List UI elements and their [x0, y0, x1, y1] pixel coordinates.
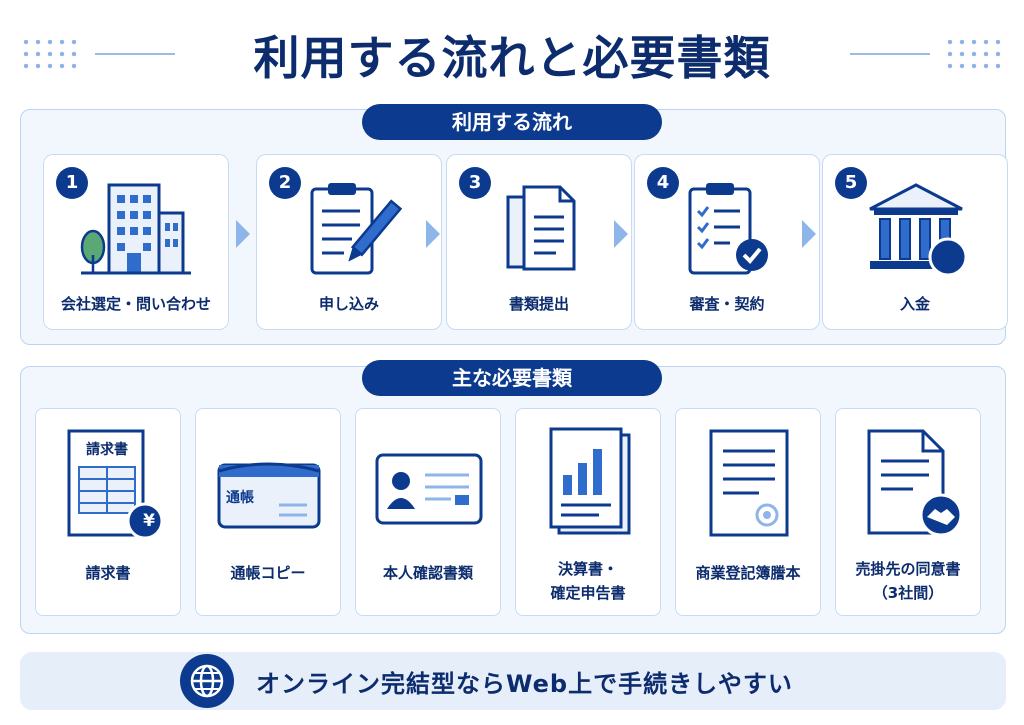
flow-arrow-icon — [614, 220, 628, 248]
flow-step-5: 5 ¥ 入金 — [822, 154, 1008, 330]
office-building-icon — [80, 183, 191, 275]
flow-step-1: 1 会社選定・問い合わせ — [43, 154, 229, 330]
step-number: 1 — [56, 167, 88, 199]
flow-heading: 利用する流れ — [362, 104, 662, 140]
yen-symbol: ¥ — [972, 245, 986, 269]
flow-arrow-icon — [802, 220, 816, 248]
document-passbook: 通帳 通帳コピー — [195, 408, 341, 616]
document-label: 通帳コピー — [230, 564, 306, 582]
document-label: 本人確認書類 — [382, 564, 473, 582]
step-label: 書類提出 — [508, 295, 569, 313]
flow-arrow-icon — [426, 220, 440, 248]
invoice-icon — [67, 429, 164, 540]
document-invoice: 請求書 ¥ 請求書 — [35, 408, 181, 616]
document-label: 請求書 — [85, 564, 131, 582]
title-row: 利用する流れと必要書類 — [0, 14, 1024, 85]
step-number: 5 — [835, 167, 867, 199]
step-number: 2 — [269, 167, 301, 199]
decorative-line — [95, 53, 175, 55]
checklist-icon — [688, 183, 768, 275]
documents-heading: 主な必要書類 — [362, 360, 662, 396]
document-label: 商業登記簿謄本 — [695, 564, 801, 582]
decorative-dots — [20, 36, 80, 70]
globe-icon — [180, 654, 234, 708]
document-label: 決算書・ 確定申告書 — [550, 560, 626, 602]
document-agreement: 売掛先の同意書 （3社間） — [835, 408, 981, 616]
invoice-icon-text: 請求書 — [86, 442, 128, 458]
flow-step-2: 2 申し込み — [256, 154, 442, 330]
footer-text: オンライン完結型ならWeb上で手続きしやすい — [256, 670, 793, 698]
flow-arrow-icon — [236, 220, 250, 248]
agreement-handshake-icon — [867, 429, 963, 537]
flow-step-4: 4 審査・契約 — [634, 154, 820, 330]
document-label: 売掛先の同意書 （3社間） — [855, 560, 961, 602]
decorative-dots — [944, 36, 1004, 70]
registry-certificate-icon — [709, 429, 789, 537]
passbook-icon — [217, 462, 321, 529]
documents-icon — [506, 185, 576, 271]
step-label: 会社選定・問い合わせ — [60, 295, 211, 313]
step-number: 3 — [459, 167, 491, 199]
flow-step-3: 3 書類提出 — [446, 154, 632, 330]
step-label: 申し込み — [318, 295, 379, 313]
document-id-card: 本人確認書類 — [355, 408, 501, 616]
financial-report-icon — [549, 427, 631, 535]
document-financial-report: 決算書・ 確定申告書 — [515, 408, 661, 616]
bank-yen-icon — [869, 183, 968, 277]
clipboard-pen-icon — [310, 183, 403, 275]
step-number: 4 — [647, 167, 679, 199]
document-registry: 商業登記簿謄本 — [675, 408, 821, 616]
id-card-icon — [375, 453, 483, 525]
decorative-line — [850, 53, 930, 55]
step-label: 審査・契約 — [689, 295, 765, 313]
passbook-icon-text: 通帳 — [226, 490, 254, 506]
footer-banner: オンライン完結型ならWeb上で手続きしやすい — [20, 652, 1006, 710]
yen-symbol: ¥ — [143, 511, 155, 531]
page-title: 利用する流れと必要書類 — [253, 31, 771, 85]
step-label: 入金 — [899, 295, 930, 313]
